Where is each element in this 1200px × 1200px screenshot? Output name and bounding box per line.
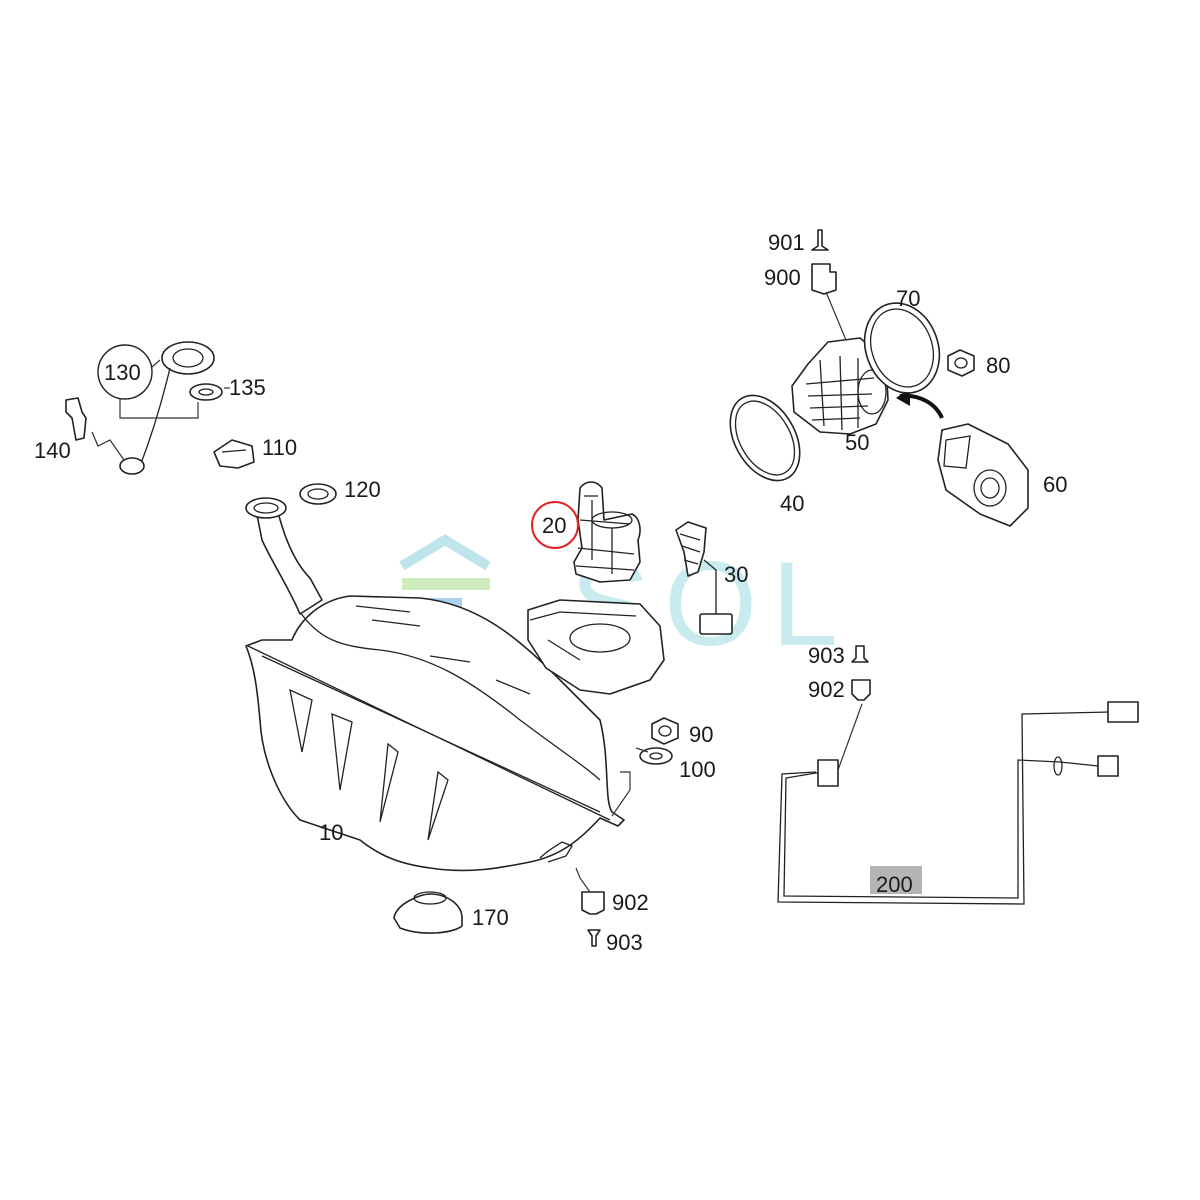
label-part-50: 50 [845, 430, 869, 455]
fuel-level-sender-part-30 [675, 521, 733, 635]
connector-part-900 [811, 263, 837, 295]
label-part-10: 10 [319, 820, 343, 845]
label-part-60: 60 [1043, 472, 1067, 497]
cover-part-170 [393, 891, 463, 934]
label-part-40: 40 [780, 491, 804, 516]
clip-part-110 [213, 439, 255, 469]
label-part-903-bottom: 903 [606, 930, 643, 955]
seal-ring-part-40 [729, 394, 801, 482]
sensor-module-part-60 [937, 423, 1029, 527]
rivet-part-140 [65, 397, 87, 441]
label-part-170: 170 [472, 905, 509, 930]
label-part-80: 80 [986, 353, 1010, 378]
label-part-135: 135 [229, 375, 266, 400]
pin-part-903-right [851, 645, 869, 663]
label-part-30: 30 [724, 562, 748, 587]
label-part-130: 130 [104, 360, 141, 385]
fuel-cap-part-130 [119, 341, 215, 475]
label-part-902-right: 902 [808, 677, 845, 702]
seal-part-70 [863, 302, 941, 394]
wiring-harness-part-200 [777, 701, 1139, 905]
label-part-902-bottom: 902 [612, 890, 649, 915]
connector-part-902-right [851, 679, 871, 701]
fuel-tank-part-10 [245, 497, 625, 872]
part-20-highlight-circle [531, 501, 579, 549]
label-part-90: 90 [689, 722, 713, 747]
tank-top-housing [527, 599, 665, 695]
label-part-100: 100 [679, 757, 716, 782]
label-part-120: 120 [344, 477, 381, 502]
label-part-20: 20 [542, 513, 566, 538]
seal-part-135 [189, 383, 223, 401]
pin-part-901 [811, 229, 829, 251]
nut-part-80 [947, 349, 975, 377]
pin-part-903-bottom [587, 929, 601, 947]
label-part-140: 140 [34, 438, 71, 463]
part-200-label-shade [870, 866, 922, 894]
part-number-labels: 10 20 30 40 50 60 70 80 90 100 110 120 1… [34, 230, 1067, 955]
label-part-200: 200 [876, 872, 913, 897]
leader-lines [91, 291, 863, 893]
connector-part-902-bottom [581, 891, 605, 915]
grommet-part-120 [299, 483, 337, 505]
label-part-900: 900 [764, 265, 801, 290]
label-part-70: 70 [896, 286, 920, 311]
nut-part-90 [651, 717, 679, 745]
part-130-label-circle [97, 344, 153, 400]
fuel-pump-part-20 [573, 481, 641, 583]
label-part-901: 901 [768, 230, 805, 255]
label-part-110: 110 [262, 435, 297, 460]
label-part-903-right: 903 [808, 643, 845, 668]
